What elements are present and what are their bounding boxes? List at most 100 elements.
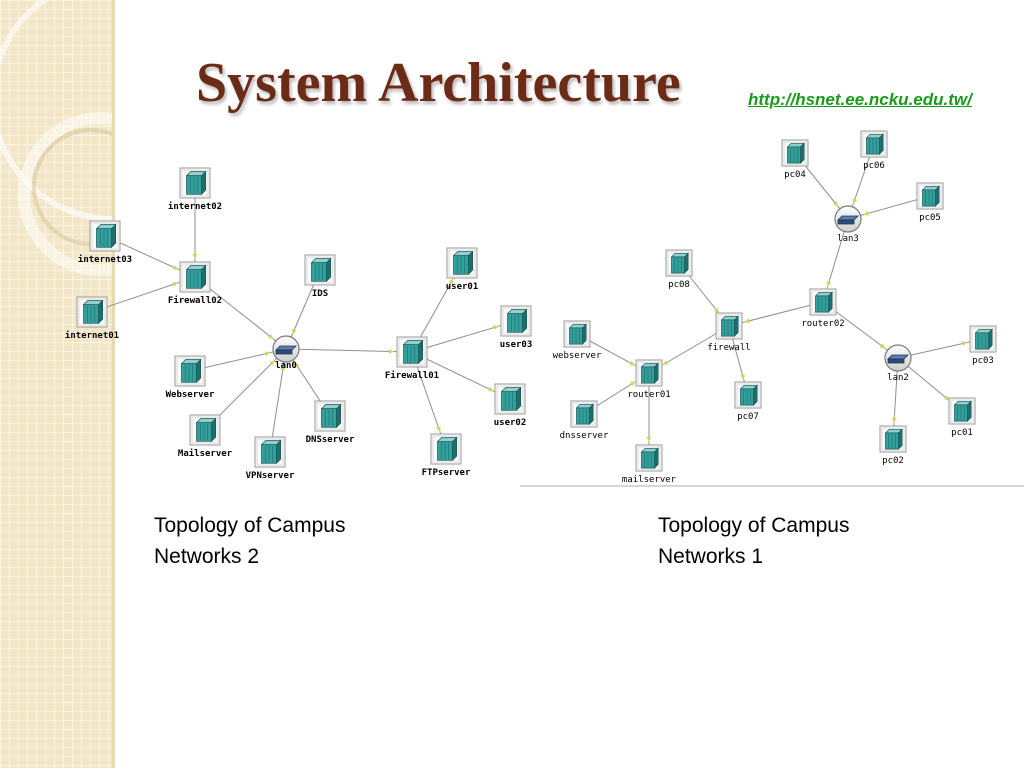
link-arrowhead — [961, 341, 968, 347]
host-node[interactable]: Mailserver — [178, 414, 233, 459]
node-label: router01 — [627, 390, 670, 400]
host-node[interactable]: mailserver — [622, 444, 677, 485]
host-node[interactable]: dnsserver — [560, 400, 609, 441]
link-arrowhead — [493, 325, 499, 330]
server-icon-side — [326, 257, 332, 283]
server-icon-side — [336, 403, 342, 429]
node-frame-inner — [637, 361, 661, 385]
host-node[interactable]: VPNserver — [246, 436, 295, 481]
host-node[interactable]: firewall — [707, 312, 751, 353]
server-icon-side — [276, 439, 282, 465]
network-link — [847, 195, 931, 220]
host-node[interactable]: IDS — [304, 254, 336, 299]
host-node[interactable]: Firewall02 — [168, 261, 222, 306]
host-node[interactable]: internet02 — [168, 167, 222, 212]
node-label: pc01 — [951, 428, 973, 438]
server-icon-side — [201, 264, 207, 290]
host-node[interactable]: pc02 — [879, 425, 907, 466]
host-node[interactable]: pc01 — [948, 397, 976, 438]
host-node[interactable]: pc06 — [860, 130, 888, 171]
hub-node[interactable]: lan3 — [834, 205, 862, 244]
node-label: lan2 — [887, 373, 909, 383]
host-node[interactable]: user03 — [500, 305, 533, 350]
node-frame-inner — [862, 132, 886, 156]
node-frame-inner — [918, 184, 942, 208]
node-label: router02 — [801, 319, 844, 329]
link-arrowhead — [740, 374, 745, 380]
node-label: pc07 — [737, 412, 759, 422]
node-frame-inner — [448, 249, 476, 277]
node-label: IDS — [312, 289, 328, 299]
hub-node[interactable]: lan2 — [884, 344, 912, 383]
host-node[interactable]: Webserver — [166, 355, 215, 400]
node-frame-inner — [971, 327, 995, 351]
server-icon-side — [654, 362, 659, 384]
host-node[interactable]: router01 — [627, 359, 671, 400]
link-arrowhead — [173, 265, 179, 270]
node-label: webserver — [553, 351, 602, 361]
switch-icon-base — [837, 219, 855, 225]
switch-icon-base — [275, 349, 293, 355]
link-arrowhead — [891, 417, 897, 424]
link-arrowhead — [192, 254, 198, 259]
node-frame-inner — [637, 446, 661, 470]
network-link — [822, 218, 849, 303]
host-node[interactable]: Firewall01 — [385, 336, 439, 381]
host-node[interactable]: pc04 — [781, 139, 809, 180]
network-link — [411, 351, 447, 450]
slide-title: System Architecture — [196, 52, 681, 114]
server-icon-side — [418, 339, 424, 365]
host-node[interactable]: pc05 — [916, 182, 944, 223]
node-label: pc02 — [882, 456, 904, 466]
node-label: mailserver — [622, 475, 677, 485]
caption-line: Networks 2 — [154, 545, 260, 568]
topology-panel-campus-1: pc04 pc06 pc05 lan3 pc08 router02 firewall webs… — [520, 130, 1024, 487]
node-label: firewall — [707, 343, 750, 353]
node-frame-inner — [736, 383, 760, 407]
server-icon-side — [516, 386, 522, 412]
link-arrowhead — [629, 360, 635, 366]
link-arrowhead — [292, 328, 297, 335]
server-icon-side — [898, 428, 903, 450]
host-node[interactable]: user02 — [494, 383, 527, 428]
host-node[interactable]: internet03 — [78, 220, 132, 265]
node-label: dnsserver — [560, 431, 609, 441]
node-frame-inner — [306, 256, 334, 284]
caption-line: Topology of Campus — [154, 514, 346, 537]
node-label: Firewall01 — [385, 370, 439, 381]
node-frame-inner — [811, 290, 835, 314]
server-icon-side — [522, 308, 528, 334]
link-arrowhead — [879, 343, 886, 349]
node-frame-inner — [91, 222, 119, 250]
node-label: user02 — [494, 418, 527, 428]
node-label: user01 — [446, 282, 479, 292]
node-label: internet02 — [168, 201, 222, 212]
link-arrowhead — [172, 282, 178, 287]
node-frame-inner — [181, 263, 209, 291]
node-label: VPNserver — [246, 471, 295, 481]
node-frame-inner — [950, 399, 974, 423]
link-arrowhead — [488, 386, 494, 392]
host-node[interactable]: pc03 — [969, 325, 997, 366]
host-node[interactable]: internet01 — [65, 296, 119, 341]
node-label: DNSserver — [306, 435, 355, 445]
server-icon-side — [654, 447, 659, 469]
node-label: Firewall02 — [168, 295, 222, 306]
host-node[interactable]: pc08 — [665, 249, 693, 290]
hub-node[interactable]: lan0 — [272, 335, 300, 371]
host-node[interactable]: user01 — [446, 247, 479, 292]
host-node[interactable]: pc07 — [734, 381, 762, 422]
server-icon-side — [988, 328, 993, 350]
node-frame-inner — [717, 314, 741, 338]
source-url-link[interactable]: http://hsnet.ee.ncku.edu.tw/ — [748, 90, 972, 109]
host-node[interactable]: DNSserver — [306, 400, 355, 445]
host-node[interactable]: webserver — [553, 320, 602, 361]
server-icon-side — [589, 403, 594, 425]
host-node[interactable]: router02 — [801, 288, 845, 329]
link-arrowhead — [436, 426, 441, 433]
node-label: internet03 — [78, 254, 132, 265]
host-node[interactable]: FTPserver — [422, 433, 471, 478]
node-frame-inner — [176, 357, 204, 385]
server-icon-side — [452, 436, 458, 462]
